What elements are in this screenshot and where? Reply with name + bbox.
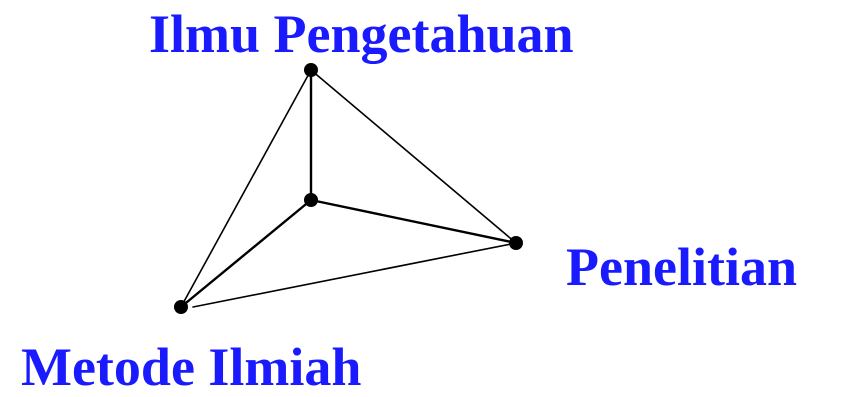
vertex-center <box>304 193 318 207</box>
label-penelitian: Penelitian <box>566 237 797 297</box>
vertex-left <box>174 300 188 314</box>
vertex-right <box>509 236 523 250</box>
edge-left-right <box>192 242 517 308</box>
label-metode-ilmiah: Metode Ilmiah <box>21 337 362 397</box>
edge-center-left <box>179 198 313 309</box>
vertex-top <box>304 63 318 77</box>
label-ilmu-pengetahuan: Ilmu Pengetahuan <box>149 4 574 64</box>
edge-top-left <box>180 69 312 308</box>
edge-top-right <box>310 69 517 244</box>
edge-center-right <box>309 198 518 245</box>
